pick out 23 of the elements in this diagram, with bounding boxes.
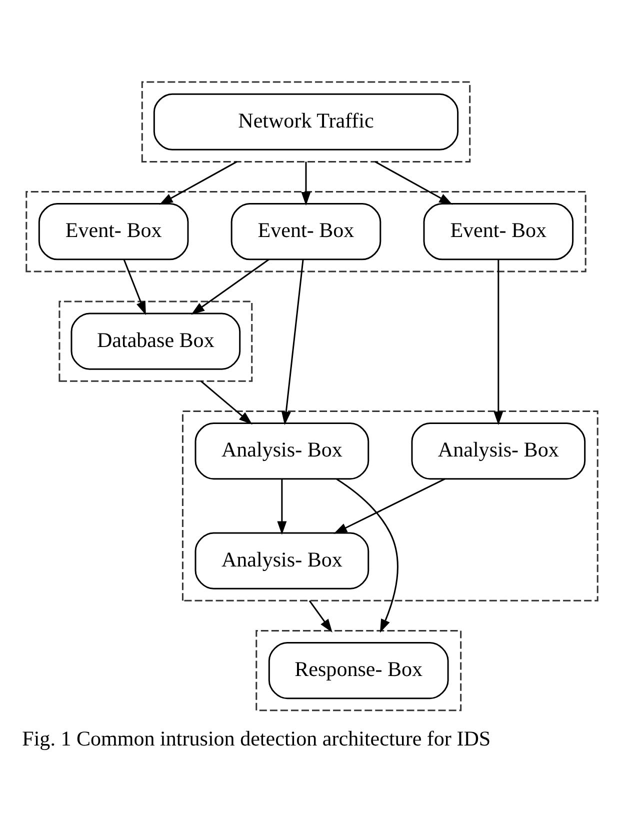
node-box: Event- Box	[423, 202, 574, 260]
node-box: Analysis- Box	[411, 422, 586, 480]
arrow	[494, 259, 504, 425]
arrow	[200, 380, 252, 424]
arrow	[277, 478, 287, 534]
arrow	[336, 478, 398, 632]
node-box: Response- Box	[268, 641, 449, 699]
node-box: Analysis- Box	[194, 532, 370, 589]
arrow	[123, 258, 146, 315]
arrow	[301, 161, 311, 206]
node-box: Event- Box	[230, 202, 382, 260]
arrow	[334, 478, 446, 534]
cluster	[141, 80, 471, 162]
arrow	[308, 600, 332, 632]
node-box: Analysis- Box	[194, 422, 370, 480]
arrow	[374, 160, 453, 204]
caption: Fig. 1 Common intrusion detection architecture for IDS	[22, 726, 491, 750]
arrow	[159, 160, 238, 204]
node-box: Database Box	[70, 312, 241, 370]
cluster	[256, 629, 462, 711]
node-box: Network Traffic	[153, 92, 459, 150]
arrow	[281, 259, 304, 425]
node-box: Event- Box	[38, 202, 189, 260]
